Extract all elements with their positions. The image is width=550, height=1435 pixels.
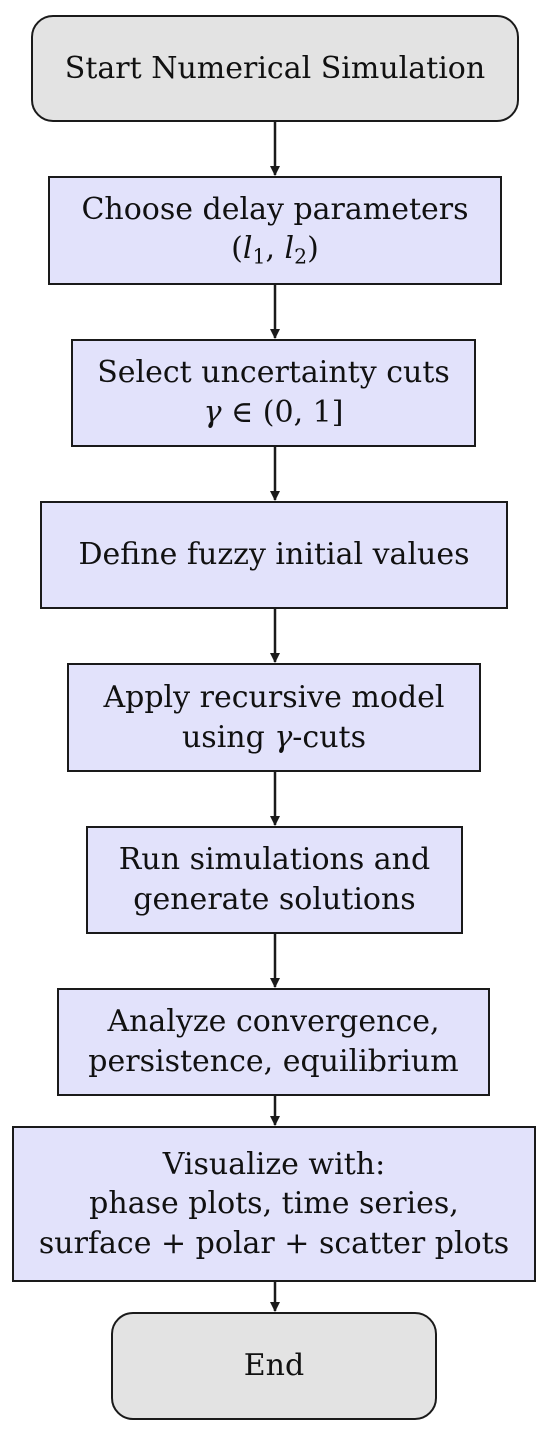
recursive-node-label: Apply recursive model	[103, 679, 445, 715]
end-node-label: End	[243, 1348, 305, 1384]
formula-comma: ,	[265, 231, 285, 267]
formula-paren-open: (	[231, 231, 243, 267]
recursive-node-line2: using γ-cuts	[182, 718, 366, 758]
analyze-convergence-node: Analyze convergence, persistence, equili…	[57, 988, 490, 1096]
fuzzy-node-label: Define fuzzy initial values	[78, 537, 470, 573]
apply-recursive-model-node: Apply recursive model using γ-cuts	[67, 663, 481, 772]
define-fuzzy-initial-values-node: Define fuzzy initial values	[40, 501, 508, 609]
cuts-node-label: Select uncertainty cuts	[97, 355, 450, 391]
delay-node-formula: (l1, l2)	[231, 229, 319, 271]
recursive-suffix: -cuts	[292, 719, 367, 755]
formula-interval: ∈ (0, 1]	[221, 395, 344, 430]
formula-gamma: γ	[203, 395, 222, 430]
delay-node-label: Choose delay parameters	[81, 191, 469, 227]
select-uncertainty-cuts-node: Select uncertainty cuts γ ∈ (0, 1]	[71, 339, 476, 447]
recursive-prefix: using	[181, 719, 275, 755]
simulate-node-line1: Run simulations and	[118, 842, 431, 878]
start-node-label: Start Numerical Simulation	[64, 50, 486, 86]
choose-delay-parameters-node: Choose delay parameters (l1, l2)	[48, 176, 502, 285]
analyze-node-line2: persistence, equilibrium	[88, 1044, 459, 1079]
formula-gamma: γ	[274, 719, 293, 755]
formula-sub-2: 2	[294, 245, 308, 270]
run-simulations-node: Run simulations and generate solutions	[86, 826, 463, 934]
visualize-node-line3: surface + polar + scatter plots	[38, 1225, 510, 1261]
formula-l: l	[242, 231, 253, 267]
start-node: Start Numerical Simulation	[31, 15, 519, 122]
analyze-node-line1: Analyze convergence,	[107, 1004, 440, 1040]
simulate-node-line2: generate solutions	[133, 882, 416, 917]
visualize-node: Visualize with: phase plots, time series…	[12, 1126, 536, 1282]
formula-l: l	[284, 231, 295, 267]
formula-paren-close: )	[307, 231, 319, 267]
formula-sub-1: 1	[252, 245, 266, 270]
end-node: End	[111, 1312, 437, 1420]
visualize-node-line1: Visualize with:	[162, 1146, 386, 1182]
cuts-node-formula: γ ∈ (0, 1]	[204, 393, 344, 433]
visualize-node-line2: phase plots, time series,	[89, 1186, 459, 1222]
